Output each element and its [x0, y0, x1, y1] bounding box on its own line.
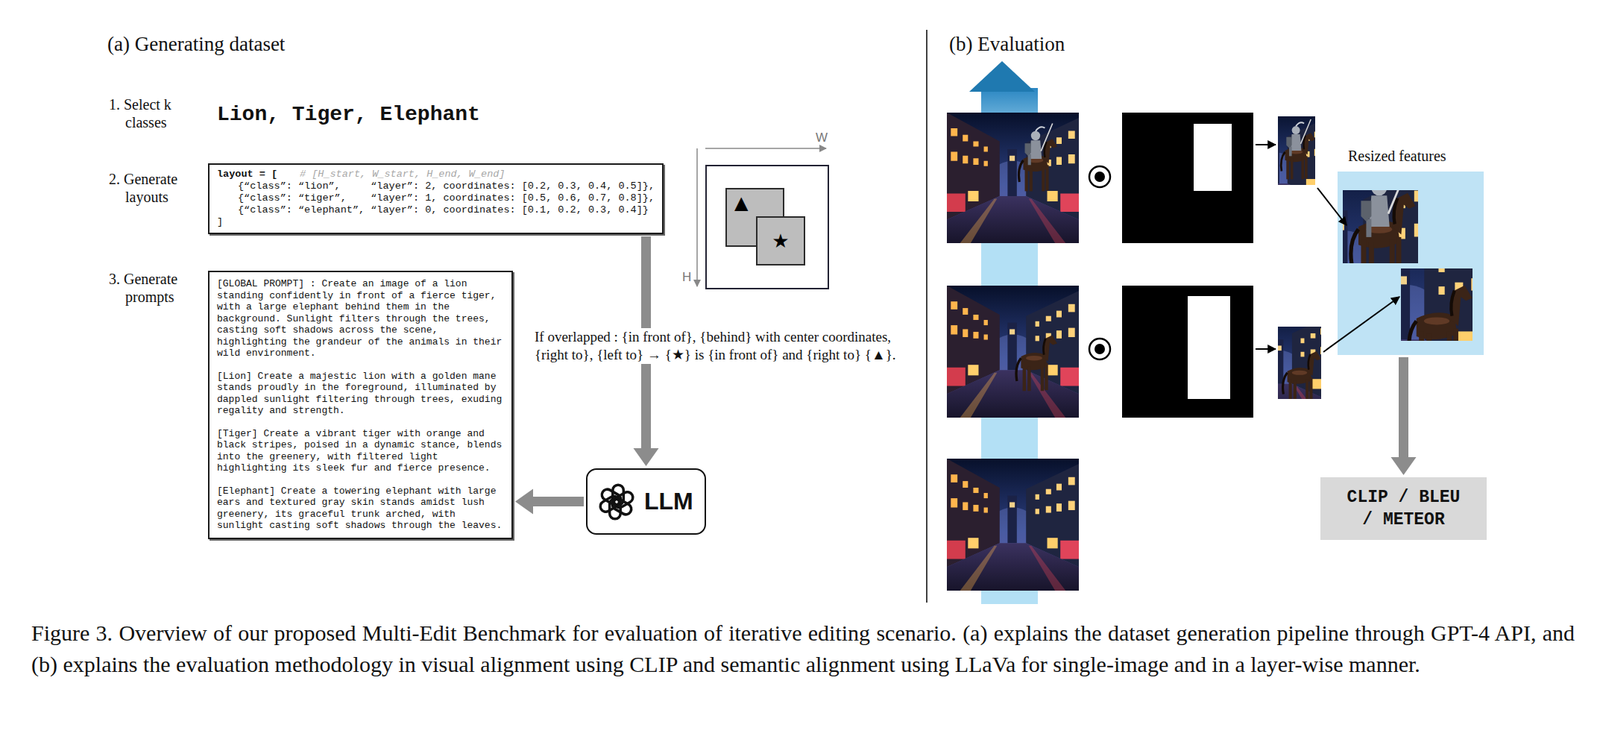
arrow-head — [515, 489, 534, 515]
label-holder: Lion, Tiger, Elephant — [216, 102, 481, 127]
arrow-shaft — [1398, 357, 1409, 459]
resize-arrow — [1317, 187, 1400, 352]
edge-label-patch: If overlapped : {in front of}, {behind} … — [534, 328, 919, 364]
arrow-head — [633, 448, 660, 466]
prompt-text: [GLOBAL PROMPT] : Create an image of a l… — [216, 278, 505, 360]
class-list: Lion, Tiger, Elephant — [216, 102, 481, 127]
caption-holder: Figure 3. Overview of our proposed Multi… — [31, 617, 1575, 680]
edge-label: If overlapped : {in front of}, {behind} … — [534, 328, 919, 364]
llm-logo-mark — [598, 484, 636, 519]
generated-images — [946, 112, 1079, 591]
label-holder: 2. Generate layouts — [108, 169, 200, 206]
flow-band — [969, 61, 1035, 92]
layout-symbol: ★ — [771, 229, 789, 253]
metric-text: CLIP / BLEU / METEOR — [1340, 486, 1468, 531]
resized-feature — [1230, 149, 1507, 414]
label-holder: W — [815, 130, 828, 146]
code-text: ] — [216, 216, 655, 229]
layout-frame — [697, 148, 829, 289]
llm-text: LLM — [644, 487, 694, 516]
code-text: {“class”: “tiger”, “layer”: 1, coordinat… — [216, 192, 655, 205]
code-text: {“class”: “lion”, “layer”: 2, coordinate… — [216, 180, 655, 193]
code-text: layout = [ — [216, 168, 278, 181]
step-label: 1. Select k classes — [108, 95, 200, 132]
llm-box: LLM — [586, 468, 707, 535]
code-row: layout = [ # [H_start, W_start, H_end, W_… — [216, 168, 655, 181]
arrow-head — [1391, 457, 1417, 475]
code-comment: # [H_start, W_start, H_end, W_end] — [299, 168, 505, 181]
step-label: 3. Generate prompts — [108, 269, 200, 306]
prompt-text: [Tiger] Create a vibrant tiger with oran… — [216, 427, 505, 475]
cropped-feature — [1217, 109, 1335, 226]
panel-title: (b) Evaluation — [949, 32, 1065, 56]
layer-mask — [1122, 285, 1254, 418]
generated-images — [946, 112, 1079, 244]
llm-logo — [596, 481, 637, 522]
axis-label: W — [815, 130, 828, 146]
mask-arrow — [1255, 143, 1276, 146]
step-label: 2. Generate layouts — [108, 169, 200, 206]
elementwise-product-symbol — [1089, 166, 1111, 188]
feature-panel: Resized features — [1337, 146, 1484, 355]
prompt-box: [GLOBAL PROMPT] : Create an image of a l… — [208, 270, 513, 540]
layer-mask — [1187, 295, 1231, 399]
llm-logo-mark — [600, 486, 624, 507]
cropped-feature — [1217, 109, 1342, 428]
cropped-feature — [1217, 109, 1335, 226]
mask-arrow — [1255, 144, 1276, 349]
layer-mask — [1193, 123, 1232, 191]
panel-title: (a) Generating dataset — [107, 32, 285, 56]
prompt-text: [Lion] Create a majestic lion with a gol… — [216, 370, 505, 417]
layout-box: ★ — [756, 216, 806, 266]
label-holder: 3. Generate prompts — [108, 269, 200, 306]
llm-logo-mark — [596, 481, 637, 522]
prompt-text: [Elephant] Create a towering elephant wi… — [216, 485, 505, 532]
panel-heading: Resized features — [1337, 146, 1484, 166]
cropped-feature — [1218, 304, 1343, 429]
elementwise-product-symbol — [1094, 343, 1105, 355]
label-holder: H — [682, 269, 692, 285]
label-holder: (b) Evaluation — [949, 32, 1065, 56]
elementwise-product-symbol — [1089, 166, 1111, 360]
label-holder: (a) Generating dataset — [107, 32, 285, 56]
metric-box: CLIP / BLEU / METEOR — [1320, 477, 1487, 540]
layer-mask — [1122, 112, 1254, 244]
layout-frame — [705, 147, 827, 150]
mask-arrow — [1255, 348, 1276, 350]
axis-label: H — [682, 269, 692, 285]
caption: Figure 3. Overview of our proposed Multi… — [31, 617, 1575, 680]
elementwise-product-symbol — [1094, 171, 1105, 182]
code-text: {“class”: “elephant”, “layer”: 0, coordi… — [216, 204, 655, 217]
generated-images — [946, 285, 1079, 418]
layout-frame — [696, 148, 698, 287]
panel-divider — [926, 29, 928, 603]
cropped-feature — [1218, 304, 1343, 429]
generated-images — [946, 458, 1079, 591]
flow-arrow — [1391, 357, 1417, 475]
layout-symbol: ▲ — [734, 192, 783, 214]
layer-mask — [1122, 112, 1254, 418]
resize-arrow — [1317, 187, 1347, 226]
layout-frame — [706, 165, 829, 289]
elementwise-product-symbol — [1089, 338, 1111, 360]
flow-arrow — [515, 489, 584, 515]
arrow-shaft — [531, 496, 584, 507]
code-box: layout = [ # [H_start, W_start, H_end, W_… — [208, 163, 664, 235]
label-holder: 1. Select k classes — [108, 95, 200, 132]
resize-arrow — [1323, 296, 1400, 352]
